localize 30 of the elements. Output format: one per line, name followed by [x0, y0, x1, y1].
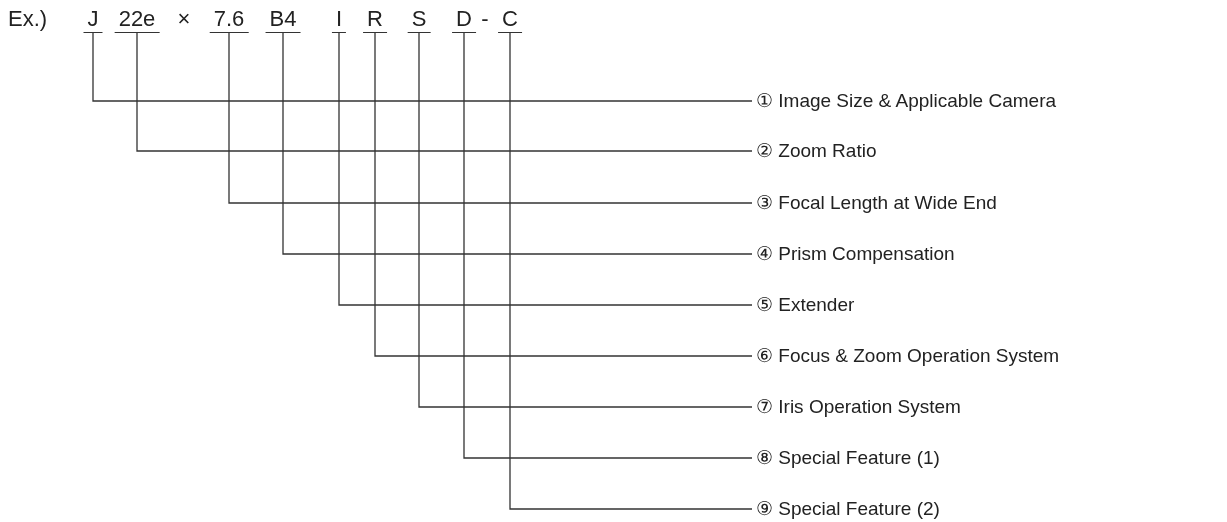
- item-description: ⑦ Iris Operation System: [756, 395, 961, 419]
- item-description: ③ Focal Length at Wide End: [756, 191, 997, 215]
- code-segment: R: [363, 6, 387, 33]
- item-description: ② Zoom Ratio: [756, 139, 877, 163]
- item-description: ④ Prism Compensation: [756, 242, 955, 266]
- item-description: ⑥ Focus & Zoom Operation System: [756, 344, 1060, 368]
- item-description: ① Image Size & Applicable Camera: [756, 89, 1057, 113]
- code-segment: 7.6: [209, 6, 249, 33]
- leader-line: [509, 32, 753, 510]
- separator-symbol: -: [481, 6, 489, 32]
- code-segment: J: [83, 6, 103, 33]
- example-prefix: Ex.): [8, 6, 48, 32]
- code-segment: B4: [265, 6, 301, 33]
- code-segment: S: [407, 6, 431, 33]
- leader-line: [463, 32, 753, 459]
- leader-line: [92, 32, 753, 102]
- item-description: ⑨ Special Feature (2): [756, 497, 940, 521]
- code-segment: 22e: [114, 6, 160, 33]
- leader-line: [136, 32, 753, 152]
- leader-line: [282, 32, 753, 255]
- code-segment: I: [331, 6, 347, 33]
- leader-line: [228, 32, 753, 204]
- leader-line: [374, 32, 753, 357]
- item-description: ⑧ Special Feature (1): [756, 446, 940, 470]
- separator-symbol: ×: [177, 6, 191, 32]
- code-segment: D: [452, 6, 476, 33]
- leader-line: [418, 32, 753, 408]
- code-segment: C: [498, 6, 522, 33]
- leader-line: [338, 32, 753, 306]
- item-description: ⑤ Extender: [756, 293, 855, 317]
